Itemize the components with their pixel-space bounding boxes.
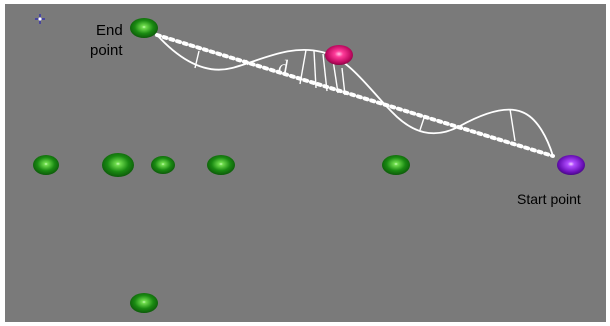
green-ball (382, 155, 410, 175)
start-point-ball (557, 155, 585, 175)
rung (313, 50, 317, 89)
rung (509, 108, 516, 142)
end-point-label: End point (90, 22, 127, 59)
green-ball (151, 156, 175, 174)
end-point-ball (130, 18, 158, 38)
rung (245, 59, 249, 66)
rung (322, 53, 328, 92)
green-ball (207, 155, 235, 175)
rung (299, 49, 307, 85)
start-point-label: Start point (517, 191, 581, 207)
rung (332, 59, 339, 94)
balls-layer (33, 18, 585, 313)
rung (341, 67, 346, 96)
straight-path-dotted-line (155, 33, 555, 158)
wavy-path-curve (156, 34, 554, 157)
moving-ball (325, 45, 353, 65)
crosshair-cursor-icon (35, 14, 45, 24)
green-ball (130, 293, 158, 313)
green-ball (102, 153, 134, 177)
green-ball (33, 155, 59, 175)
distance-symbol-label: d (278, 57, 289, 79)
path-rungs (194, 49, 516, 142)
end-point-label-line2: point (90, 42, 123, 59)
rung (194, 50, 200, 69)
end-point-label-line1: End (96, 22, 123, 39)
rung (419, 117, 425, 131)
